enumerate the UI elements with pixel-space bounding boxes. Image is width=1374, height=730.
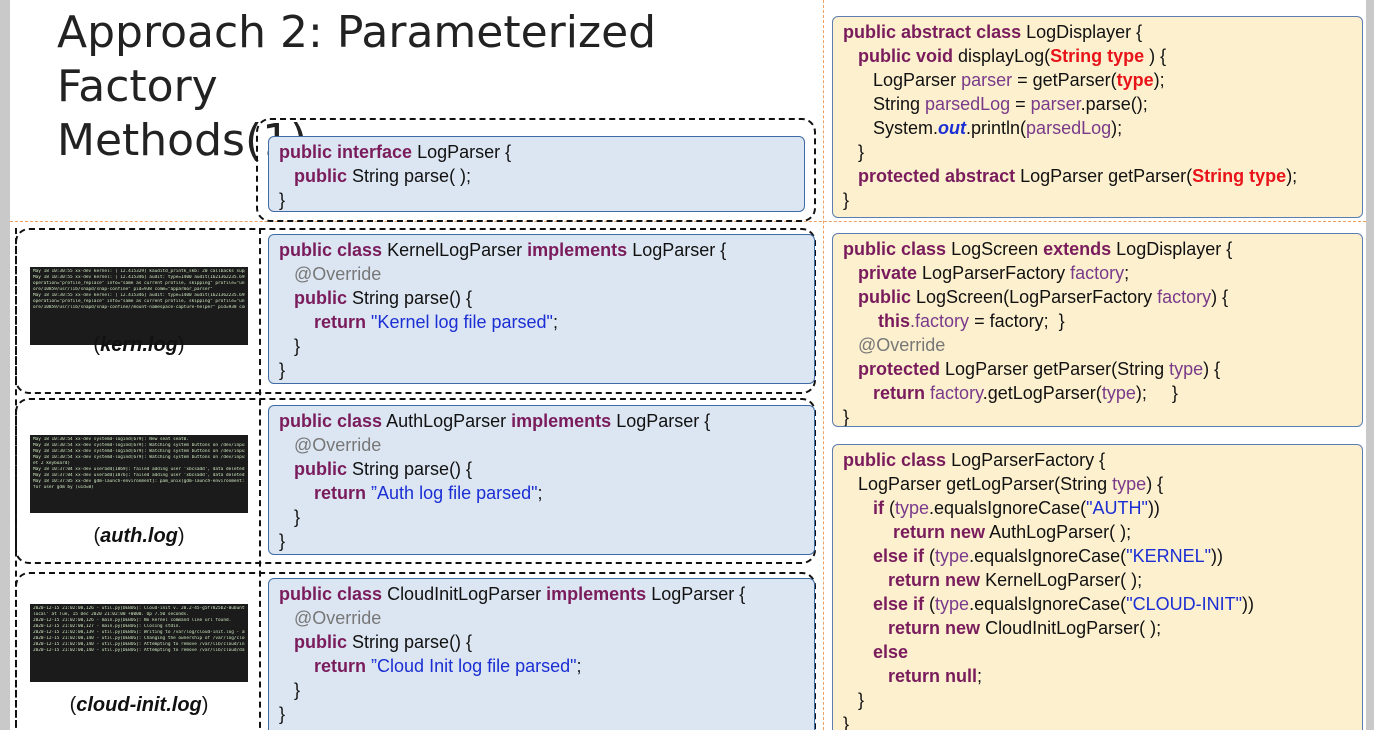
dashed-group-interface	[256, 118, 816, 222]
kern-log-caption: (kern.log)	[93, 334, 185, 356]
code-box-log-parser-factory: public class LogParserFactory { LogParse…	[832, 444, 1363, 730]
code-box-cloud-init-log-parser: public class CloudInitLogParser implemen…	[268, 578, 815, 730]
code-box-log-displayer: public abstract class LogDisplayer { pub…	[832, 16, 1363, 218]
title-line-1: Approach 2: Parameterized Factory	[57, 7, 657, 112]
code-box-kernel-log-parser: public class KernelLogParser implements …	[268, 234, 815, 384]
vertical-divider	[823, 0, 824, 730]
slide: Approach 2: Parameterized Factory Method…	[10, 0, 1366, 730]
auth-log-caption: (auth.log)	[93, 525, 185, 547]
slide-title: Approach 2: Parameterized Factory Method…	[57, 6, 817, 168]
kern-log-thumbnail: May 18 10:30:55 xx-dev kernel: [ 12.4153…	[30, 267, 248, 345]
code-box-log-parser-interface: public interface LogParser { public Stri…	[268, 136, 805, 212]
code-box-auth-log-parser: public class AuthLogParser implements Lo…	[268, 405, 815, 555]
dashed-column-left	[15, 228, 261, 730]
auth-log-thumbnail: May 18 10:30:54 xx-dev systemd-logind[67…	[30, 435, 248, 513]
cloud-init-log-thumbnail: 2020-12-15 21:02:00,126 - util.py[DEBUG]…	[30, 604, 248, 682]
cloud-init-log-caption: (cloud-init.log)	[69, 694, 209, 716]
code-box-log-screen: public class LogScreen extends LogDispla…	[832, 233, 1363, 427]
